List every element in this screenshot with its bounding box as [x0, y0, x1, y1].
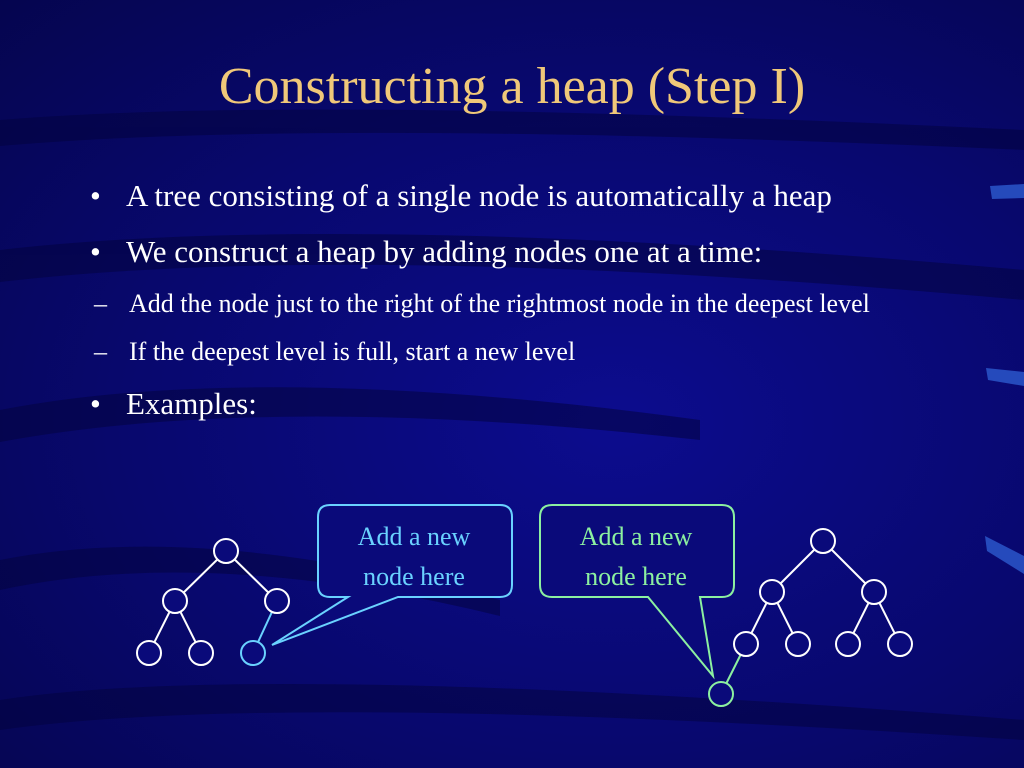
new-tree-node	[240, 640, 266, 666]
tree-node	[733, 631, 759, 657]
callout-right-label: Add a new node here	[540, 517, 732, 597]
callout-left-bubble	[271, 504, 513, 646]
right-heap-tree	[708, 528, 913, 707]
sub-bullet-new-level: If the deepest level is full, start a ne…	[84, 332, 964, 371]
bullet-list: A tree consisting of a single node is au…	[84, 172, 964, 436]
tree-node	[759, 579, 785, 605]
tree-node	[136, 640, 162, 666]
sub-bullet-group: Add the node just to the right of the ri…	[84, 284, 964, 371]
left-heap-tree	[136, 538, 290, 666]
slide-title: Constructing a heap (Step I)	[218, 58, 806, 115]
tree-node	[188, 640, 214, 666]
callout-right-line2: node here	[585, 562, 687, 591]
bullet-construct-heap: We construct a heap by adding nodes one …	[84, 228, 964, 275]
sub-bullet-list: Add the node just to the right of the ri…	[84, 284, 964, 371]
callout-left-label: Add a new node here	[318, 517, 510, 597]
callout-left-line1: Add a new	[357, 522, 471, 551]
tree-node	[162, 588, 188, 614]
tree-node	[887, 631, 913, 657]
tree-node	[835, 631, 861, 657]
bullet-single-node: A tree consisting of a single node is au…	[84, 172, 964, 219]
tree-node	[213, 538, 239, 564]
sub-bullet-add-right: Add the node just to the right of the ri…	[84, 284, 964, 323]
tree-node	[264, 588, 290, 614]
tree-node	[785, 631, 811, 657]
tree-node	[861, 579, 887, 605]
new-tree-node	[708, 681, 734, 707]
tree-node	[810, 528, 836, 554]
callout-right-line1: Add a new	[579, 522, 693, 551]
callout-left-line2: node here	[363, 562, 465, 591]
bullet-examples: Examples:	[84, 380, 964, 427]
callout-right-bubble	[539, 504, 735, 680]
